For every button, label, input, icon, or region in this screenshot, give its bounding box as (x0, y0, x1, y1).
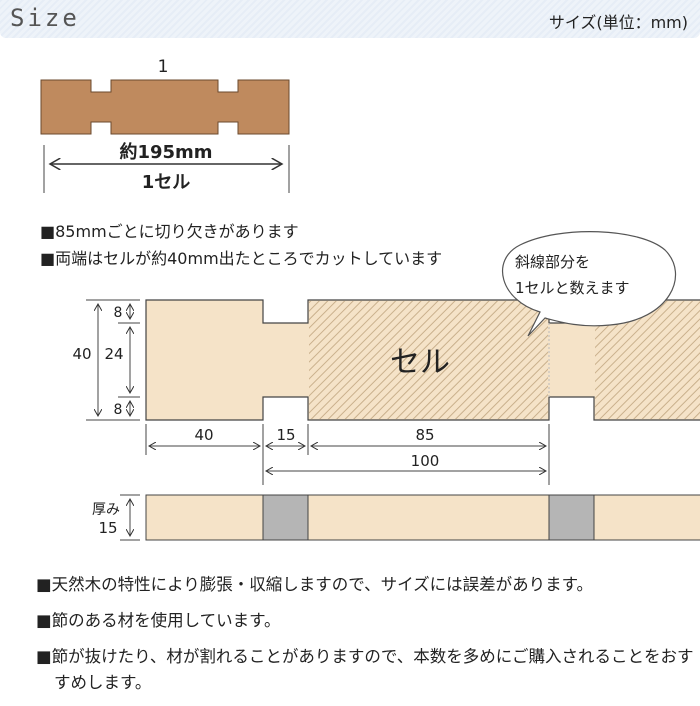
feature-end-cut: ■両端はセルが約40mm出たところでカットしています (40, 249, 442, 268)
thickness-label: 厚み (92, 502, 120, 518)
notch-section (548, 494, 595, 541)
callout-bubble (502, 231, 677, 337)
note-natural-wood: ■天然木の特性により膨張・収縮しますので、サイズには誤差があります。 (36, 575, 593, 594)
length-label: 約195mm (119, 141, 212, 163)
unit-label: サイズ(単位：mm) (548, 13, 688, 32)
notes-list: ■天然木の特性により膨張・収縮しますので、サイズには誤差があります。 ■節のある… (36, 572, 696, 706)
height-bottom-label: 8 (114, 402, 123, 418)
notch-section (262, 494, 309, 541)
width-notch-label: 15 (276, 426, 295, 444)
note-buy-extra: ■節が抜けたり、材が割れることがありますので、本数を多めにご購入されることをおす… (36, 647, 694, 692)
thickness-value: 15 (98, 519, 117, 537)
piece-count-label: 1 (158, 57, 169, 77)
width-end-label: 40 (194, 426, 213, 444)
height-total-label: 40 (72, 345, 91, 363)
width-cell-label: 85 (415, 426, 434, 444)
cell-count-label: 1セル (142, 172, 191, 193)
page-title: Size (10, 4, 80, 32)
size-diagram: 1 約195mm 1セル ■85mmごとに切り欠きがあります ■両端はセルが約4… (40, 57, 700, 541)
callout-line-2: 1セルと数えます (515, 279, 630, 297)
cell-label: セル (390, 345, 450, 380)
height-middle-label: 24 (104, 345, 123, 363)
note-knots: ■節のある材を使用しています。 (36, 611, 281, 630)
callout-line-1: 斜線部分を (515, 253, 590, 271)
header-band: Size サイズ(単位：mm) (0, 0, 700, 38)
single-piece-shape (40, 79, 290, 135)
pitch-label: 100 (411, 452, 440, 470)
feature-notch-interval: ■85mmごとに切り欠きがあります (40, 222, 299, 241)
height-top-label: 8 (114, 305, 123, 321)
hatched-cell (309, 301, 548, 419)
board-side-view (145, 494, 700, 541)
